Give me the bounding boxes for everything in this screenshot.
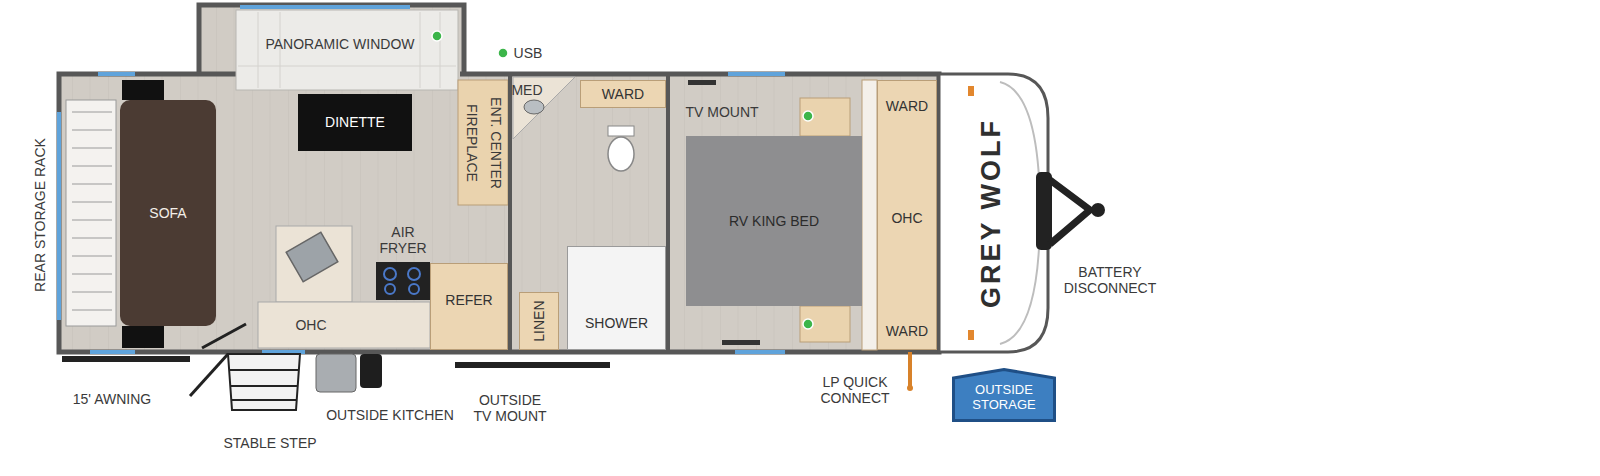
awning-bar: [62, 356, 190, 362]
node-text: DINETTE: [325, 114, 385, 130]
node-text: WARD: [886, 98, 928, 114]
floorplan-label: LP QUICK CONNECT: [819, 374, 891, 406]
node-text: SHOWER: [585, 315, 648, 331]
node-text: REFER: [445, 292, 492, 308]
floorplan-label: REAR STORAGE RACK: [32, 138, 48, 292]
king-bed: RV KING BED: [686, 136, 862, 306]
floorplan-label: STABLE STEP: [223, 435, 316, 451]
brand-logo: GREY WOLF: [976, 118, 1007, 308]
linen-cabinet: LINEN: [519, 292, 559, 350]
wardrobe-cabinet: WARD: [580, 80, 666, 108]
floorplan-label: USB: [514, 45, 543, 61]
refrigerator-cabinet: REFER: [430, 263, 508, 350]
floorplan-label: FIREPLACE: [464, 104, 480, 182]
floorplan-label: PANORAMIC WINDOW: [265, 36, 414, 52]
stove: [376, 262, 430, 300]
trailer-body: [59, 74, 939, 352]
node-text: OHC: [891, 210, 922, 226]
floorplan-label: 15' AWNING: [73, 391, 151, 407]
window: [240, 5, 410, 9]
rear-rack: [66, 100, 116, 326]
floorplan-label: AIR FRYER: [379, 224, 426, 256]
stable-step: [228, 354, 300, 410]
sink: [286, 232, 338, 281]
outside-grill: [316, 354, 356, 392]
floorplan-label: TV MOUNT: [685, 104, 758, 120]
slide-out: [199, 5, 464, 100]
front-cabinet: WARD OHC WARD: [877, 80, 937, 350]
floorplan-label: OHC: [295, 317, 326, 333]
usb-dot: [498, 48, 508, 58]
dinette-table: DINETTE: [298, 94, 412, 151]
node-text: WARD: [602, 86, 644, 102]
kitchen-island: [276, 226, 352, 302]
nightstand: [800, 98, 850, 136]
a-frame: [1050, 180, 1090, 244]
ent-center-cabinet: [458, 80, 508, 205]
floorplan-label: MED: [511, 82, 542, 98]
floorplan-label: ENT. CENTER: [488, 97, 504, 189]
node-text: OUTSIDE STORAGE: [972, 383, 1035, 413]
node-text: WARD: [886, 323, 928, 339]
sofa: SOFA: [120, 100, 216, 326]
tv-mount-bar: [455, 362, 610, 368]
toilet: [608, 137, 634, 171]
shower: SHOWER: [567, 246, 666, 350]
usb-dot: [432, 31, 442, 41]
floorplan-label: BATTERY DISCONNECT: [1064, 264, 1157, 296]
node-text: LINEN: [531, 300, 547, 341]
dinette-bench: [236, 10, 458, 90]
counter: [258, 302, 430, 348]
front-cap: [939, 74, 1048, 352]
node-text: SOFA: [149, 205, 186, 221]
nightstand: [800, 306, 850, 342]
floorplan-label: OUTSIDE KITCHEN: [326, 407, 454, 423]
floorplan-label: OUTSIDE TV MOUNT: [472, 392, 548, 424]
node-text: RV KING BED: [729, 213, 819, 229]
outside-storage: OUTSIDE STORAGE: [952, 368, 1056, 422]
